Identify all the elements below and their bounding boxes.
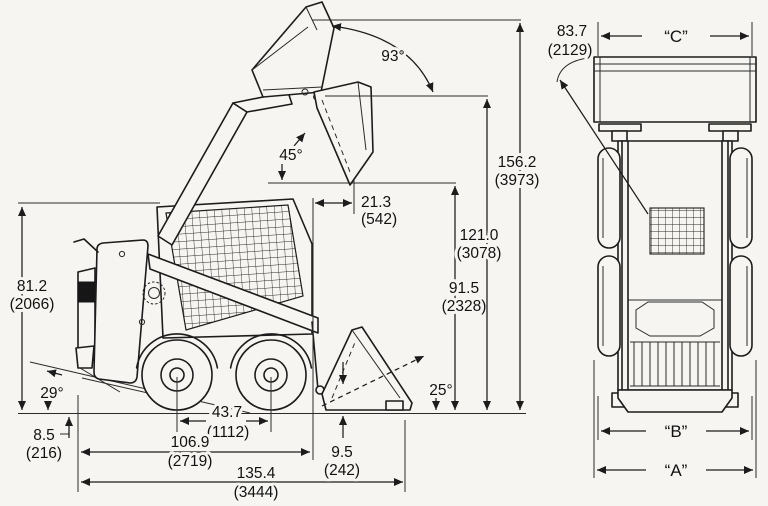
top-view: “C” 83.7 (2129) “B” “A”: [545, 20, 757, 483]
dim-bucket-ground-angle: 25°: [321, 355, 456, 410]
dim-bucket-edge: 9.5 (242): [321, 362, 363, 482]
dim-dump-angle: 45°: [276, 132, 306, 180]
dim-width-c: “C”: [597, 22, 753, 56]
door-bolt: [118, 250, 126, 258]
label-clearance-mm: (2129): [548, 42, 593, 59]
label-cab-height-mm: (2066): [10, 296, 55, 313]
rear-handle: [73, 238, 99, 253]
rear-frame: [77, 267, 96, 353]
label-max-height-in: 156.2: [498, 154, 537, 171]
dim-dump-height: 91.5 (2328): [439, 186, 489, 410]
label-hinge-height-mm: (3078): [457, 245, 502, 262]
label-ground-clearance-mm: (216): [26, 445, 62, 462]
engine-pulley: [142, 281, 166, 305]
arm-brackets: [598, 123, 752, 142]
rear-bumper: [617, 389, 733, 413]
label-departure-angle: 29°: [40, 385, 63, 402]
top-tires: [597, 147, 753, 357]
dim-reach: 21.3 (542): [315, 180, 400, 231]
bucket-dump-45: [313, 81, 374, 186]
dim-max-height: 156.2 (3973): [492, 23, 542, 410]
label-overall-length-in: 135.4: [237, 465, 276, 482]
cutting-edge-shoe: [385, 400, 404, 411]
roof-mesh-window: [649, 207, 705, 255]
label-wheelbase-in: 43.7: [212, 404, 242, 421]
label-rollback-angle: 93°: [381, 48, 404, 65]
engine-grille: [630, 341, 720, 387]
label-dump-angle: 45°: [279, 147, 302, 164]
front-wheel: [235, 339, 307, 411]
label-length-less-bucket-in: 106.9: [171, 434, 210, 451]
bucket-ground: [321, 326, 413, 411]
label-bucket-ground-angle: 25°: [429, 382, 452, 399]
label-dump-height-in: 91.5: [449, 280, 479, 297]
label-max-height-mm: (3973): [495, 172, 540, 189]
lift-arm-lowered: [147, 253, 319, 334]
engine-pulley-hub: [148, 287, 160, 299]
dim-wheelbase: 43.7 (1112): [176, 377, 272, 444]
label-ground-clearance-in: 8.5: [33, 427, 55, 444]
dim-width-a: “A”: [593, 360, 757, 483]
rear-wheel: [141, 339, 213, 411]
label-reach-in: 21.3: [361, 194, 391, 211]
dim-rollback-angle: 93°: [331, 23, 434, 93]
side-view: 81.2 (2066) 29° 8.5 (216) 43.7 (1112): [7, 1, 542, 504]
label-width-b: “B”: [665, 422, 688, 441]
dim-cab-height: 81.2 (2066): [7, 207, 57, 410]
label-overall-length-mm: (3444): [234, 484, 279, 501]
rear-underside: [79, 367, 121, 393]
label-hinge-height-in: 121.0: [460, 227, 499, 244]
engine-cover: [635, 301, 715, 337]
rear-door: [93, 239, 149, 384]
rear-frame-dark-band: [77, 281, 96, 303]
rear-wheel-arch: [135, 333, 219, 369]
label-dump-height-mm: (2328): [442, 298, 487, 315]
label-wheelbase-mm: (1112): [207, 424, 250, 441]
departure-angle-line: [29, 361, 251, 414]
label-length-less-bucket-mm: (2719): [168, 453, 213, 470]
label-cab-height-in: 81.2: [17, 278, 47, 295]
label-width-a: “A”: [665, 461, 688, 480]
machine-side: [73, 91, 325, 411]
dim-ground-clearance: 8.5 (216): [23, 417, 73, 465]
dim-overall-length: 135.4 (3444): [81, 420, 406, 504]
door-bolt: [138, 318, 146, 326]
top-body: [611, 140, 739, 413]
front-wheel-arch: [229, 333, 313, 369]
dim-length-less-bucket: 106.9 (2719): [77, 198, 314, 492]
label-reach-mm: (542): [361, 211, 397, 228]
label-width-c: “C”: [664, 27, 688, 46]
top-bucket: [593, 56, 757, 123]
dim-width-b: “B”: [597, 396, 753, 444]
label-bucket-edge-mm: (242): [324, 462, 360, 479]
dim-clearance: 83.7 (2129): [545, 20, 649, 215]
label-clearance-in: 83.7: [557, 23, 587, 40]
label-bucket-edge-in: 9.5: [331, 444, 353, 461]
bucket-raised-rollback: [251, 1, 335, 100]
dim-hinge-height: 121.0 (3078): [454, 99, 504, 410]
rear-step: [75, 345, 95, 369]
dim-departure-angle: 29°: [37, 369, 67, 410]
